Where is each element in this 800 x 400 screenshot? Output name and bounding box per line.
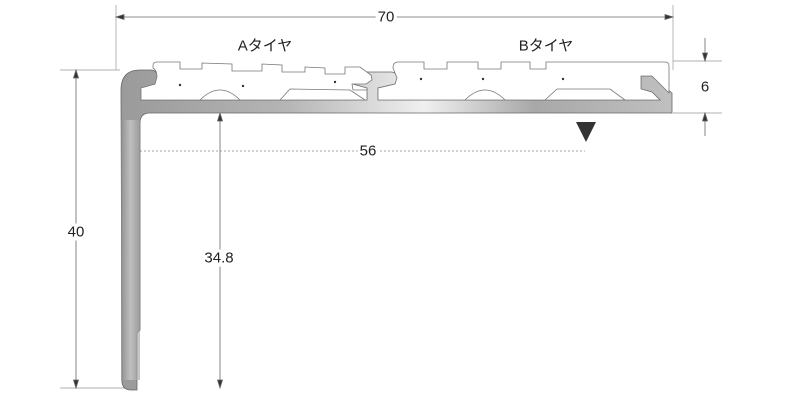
arrow-icon xyxy=(72,68,80,79)
tire-hollows xyxy=(199,88,626,101)
dim-label-6: 6 xyxy=(698,78,712,96)
leg-shading xyxy=(121,120,140,380)
dim-label-56: 56 xyxy=(357,142,379,160)
extension-lines xyxy=(60,5,722,389)
dim-label-70: 70 xyxy=(375,8,397,26)
hollow-arc xyxy=(199,89,241,101)
arrow-icon xyxy=(701,111,709,122)
dim-label-40: 40 xyxy=(65,223,87,241)
tire-a xyxy=(140,61,373,101)
arrow-icon xyxy=(114,13,125,21)
hollow-trapezoid xyxy=(544,88,626,101)
arrow-icon xyxy=(216,111,224,122)
tire-b-label: Bタイヤ xyxy=(516,34,576,56)
dim-label-34-8: 34.8 xyxy=(202,249,236,267)
arrow-icon xyxy=(72,379,80,390)
tire-b xyxy=(377,61,670,101)
arrow-icon xyxy=(664,13,675,21)
triangle-marker-icon xyxy=(576,122,596,142)
tire-dots xyxy=(178,77,565,88)
arrow-icon xyxy=(216,379,224,390)
hollow-trapezoid xyxy=(279,88,366,101)
aluminum-profile xyxy=(120,69,673,391)
arrow-icon xyxy=(701,52,709,63)
tire-a-label: Aタイヤ xyxy=(235,34,295,56)
hollow-arc xyxy=(464,89,506,101)
